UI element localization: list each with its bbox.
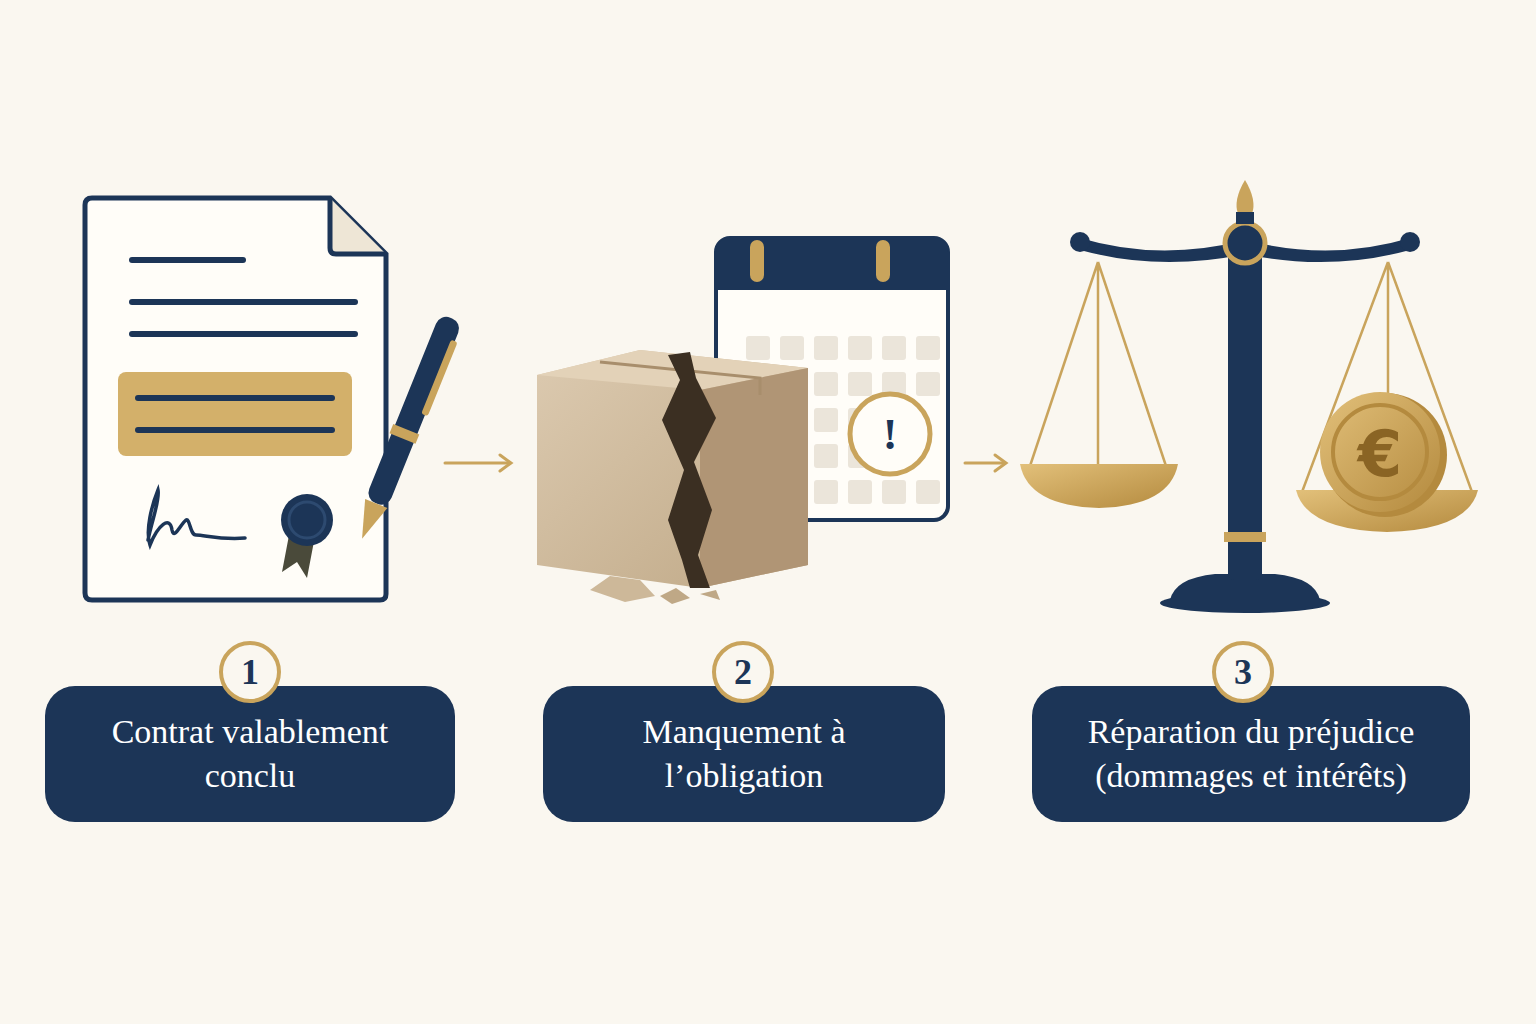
broken-package-icon xyxy=(537,350,808,604)
euro-sign: € xyxy=(1358,417,1403,491)
calendar-cell xyxy=(746,336,770,360)
warning-mark: ! xyxy=(883,409,898,460)
calendar-cell xyxy=(848,480,872,504)
step-number: 3 xyxy=(1212,641,1274,703)
contract-icon xyxy=(85,198,465,600)
step-label: Manquement à l’obligation xyxy=(567,710,921,798)
step-number-text: 1 xyxy=(241,651,259,693)
calendar-cell xyxy=(814,336,838,360)
calendar-cell xyxy=(814,480,838,504)
calendar-cell xyxy=(916,336,940,360)
step-box: Manquement à l’obligation xyxy=(543,686,945,822)
calendar-cell xyxy=(780,336,804,360)
calendar-cell xyxy=(848,336,872,360)
calendar-cell xyxy=(882,480,906,504)
calendar-cell xyxy=(882,336,906,360)
step-label: Réparation du préjudice (dommages et int… xyxy=(1056,710,1446,798)
step-box: Contrat valablement conclu xyxy=(45,686,455,822)
step-number: 2 xyxy=(712,641,774,703)
calendar-cell xyxy=(814,408,838,432)
calendar-cell xyxy=(916,480,940,504)
step-box: Réparation du préjudice (dommages et int… xyxy=(1032,686,1470,822)
justice-scale-icon xyxy=(1020,180,1478,613)
step-number-text: 3 xyxy=(1234,651,1252,693)
calendar-cell xyxy=(814,444,838,468)
calendar-cell xyxy=(814,372,838,396)
step-label: Contrat valablement conclu xyxy=(69,710,431,798)
calendar-cell xyxy=(916,372,940,396)
step-number-text: 2 xyxy=(734,651,752,693)
calendar-cell xyxy=(848,372,872,396)
step-number: 1 xyxy=(219,641,281,703)
